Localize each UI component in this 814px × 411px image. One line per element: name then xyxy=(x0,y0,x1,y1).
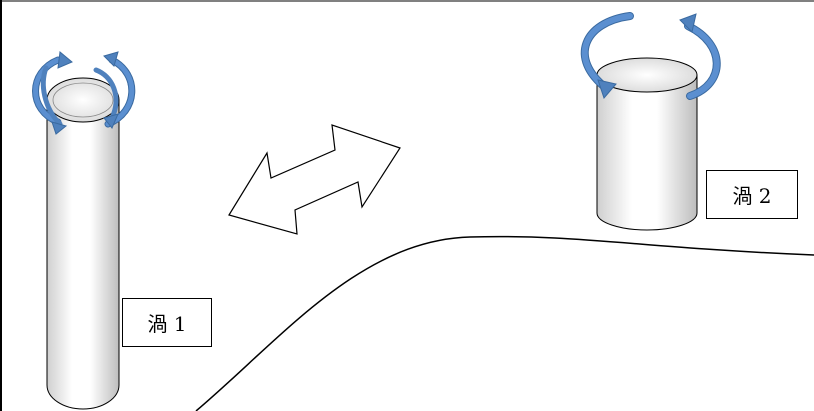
boundary-curve xyxy=(196,237,814,411)
vortex-1-label: 渦 1 xyxy=(122,298,212,347)
exchange-arrow-icon xyxy=(229,125,400,234)
vortex-2-label: 渦 2 xyxy=(706,170,798,219)
